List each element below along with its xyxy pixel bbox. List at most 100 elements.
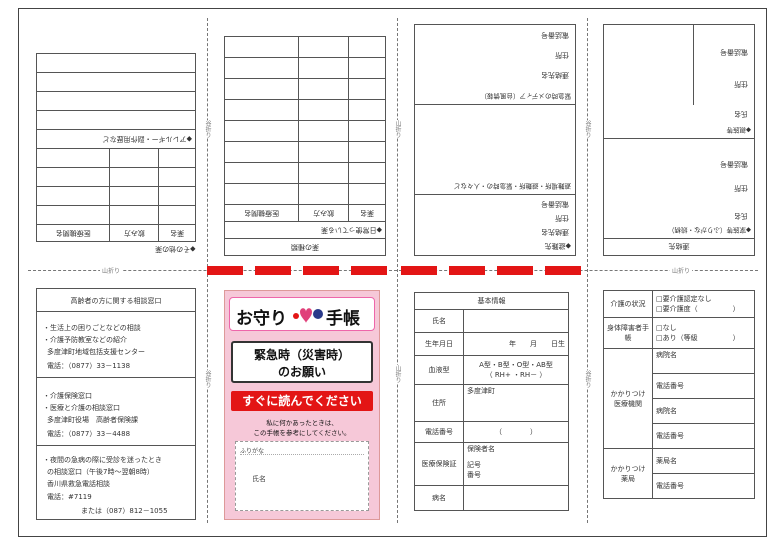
table-cell bbox=[224, 57, 299, 79]
banner-box: 緊急時（災害時） のお願い bbox=[231, 341, 373, 383]
cover-note-2: この手帳を参考にしてください。 bbox=[253, 429, 351, 437]
table-cell bbox=[224, 141, 299, 163]
table-cell bbox=[36, 53, 196, 73]
table-cell bbox=[348, 36, 386, 58]
table-cell bbox=[224, 162, 299, 184]
col-header: 薬名 bbox=[158, 224, 196, 242]
row-label: 血液型 bbox=[414, 355, 464, 385]
consult-line: ・夜間の急病の際に受診を迷ったとき bbox=[43, 456, 162, 464]
divider bbox=[693, 25, 694, 105]
row-value: （ ） bbox=[463, 421, 569, 443]
consult-line: ・介護保険窓口 bbox=[43, 392, 92, 400]
name-card: ふりがな 氏名 bbox=[235, 441, 369, 511]
divider bbox=[37, 311, 195, 312]
row-value: 多度津町 bbox=[463, 384, 569, 422]
field-label: 電話番号 bbox=[652, 423, 755, 449]
table-cell bbox=[298, 141, 349, 163]
field-label: 電話番号 bbox=[652, 473, 755, 499]
consult-line: 多度津町地域包括支援センター bbox=[47, 348, 145, 356]
label-item: 氏名 bbox=[734, 212, 748, 220]
table-cell bbox=[158, 186, 196, 206]
fold-label: 谷折り bbox=[203, 120, 212, 138]
sheet-frame bbox=[18, 8, 767, 537]
fold-label: 山折り bbox=[393, 120, 402, 138]
label-item: 住所 bbox=[555, 51, 569, 59]
label-kana: ◆避難先 bbox=[544, 242, 571, 250]
label-item: 住所 bbox=[555, 214, 569, 222]
table-cell bbox=[109, 186, 159, 206]
field-label: 病院名 bbox=[652, 348, 755, 374]
table-cell bbox=[298, 162, 349, 184]
cut-line-segment bbox=[303, 266, 339, 275]
panel-evacuation: ◆避難先 連絡先名 住所 電話番号 避難場所・避難所・緊急時の・人々など 緊急時… bbox=[414, 24, 576, 256]
divider bbox=[415, 194, 575, 195]
table-cell bbox=[109, 167, 159, 187]
table-cell bbox=[348, 78, 386, 100]
table-cell bbox=[158, 205, 196, 225]
consult-line: ・医療と介護の相談窓口 bbox=[43, 404, 120, 412]
read-immediately-banner: すぐに読んでください bbox=[231, 391, 373, 411]
table-cell bbox=[224, 120, 299, 142]
cover-title-box: お守り 手帳 bbox=[229, 297, 375, 331]
table-cell bbox=[298, 120, 349, 142]
row-label: 身体障害者手帳 bbox=[603, 317, 653, 349]
cut-line-segment bbox=[497, 266, 533, 275]
row-label: 介護の状況 bbox=[603, 290, 653, 318]
field-label: 薬局名 bbox=[652, 448, 755, 474]
table-cell bbox=[36, 72, 196, 92]
consult-phone: または（087）812－1055 bbox=[81, 507, 168, 515]
panel-consultation: 高齢者の方に関する相談窓口 ・生活上の困りごとなどの相談 ・介護予防教室などの紹… bbox=[36, 288, 196, 520]
fold-label: 山折り bbox=[670, 266, 693, 275]
cover-title: お守り bbox=[236, 309, 287, 329]
col-header: 医療機関名 bbox=[36, 224, 110, 242]
label-item: 氏名 bbox=[734, 110, 748, 118]
checkbox-option: □なし bbox=[656, 324, 677, 332]
table-cell bbox=[298, 99, 349, 121]
checkbox-option: □あり（等級 ） bbox=[656, 334, 740, 342]
insurance-cell: 保険者名 記号 番号 bbox=[463, 442, 569, 486]
label-item: 住所 bbox=[734, 80, 748, 88]
label-item: 電話番号 bbox=[720, 160, 748, 168]
cut-line-segment bbox=[449, 266, 485, 275]
col-header: 飲み方 bbox=[298, 204, 349, 222]
divider bbox=[240, 454, 364, 455]
table-cell bbox=[109, 205, 159, 225]
table-cell bbox=[298, 57, 349, 79]
consult-line: ・生活上の困りごとなどの相談 bbox=[43, 324, 141, 332]
checkbox-option: □要介護認定なし bbox=[656, 295, 712, 303]
row-label: 氏名 bbox=[414, 309, 464, 333]
col-header: 医療機関名 bbox=[224, 204, 299, 222]
section-label: ◆アレルギー・副作用歴など bbox=[36, 129, 196, 149]
table-cell bbox=[36, 186, 110, 206]
heart-amulet-icon bbox=[293, 308, 323, 323]
section-label: ◆親族等 bbox=[726, 126, 752, 134]
section-label: ◆日常使っている薬 bbox=[224, 221, 386, 239]
row-value bbox=[463, 485, 569, 511]
panel-title: ◆その他の薬 bbox=[155, 245, 196, 253]
divider bbox=[415, 104, 575, 105]
col-header: 薬名 bbox=[348, 204, 386, 222]
panel-title: 連絡先 bbox=[668, 242, 690, 250]
consult-phone: 電話：（0877）33－4488 bbox=[47, 430, 131, 438]
banner-line-2: のお願い bbox=[277, 365, 326, 379]
table-title: 基本情報 bbox=[414, 292, 569, 310]
section-label: 避難場所・避難所・緊急時の・人々など bbox=[454, 182, 571, 190]
table-cell bbox=[298, 183, 349, 205]
table-cell bbox=[36, 167, 110, 187]
table-cell bbox=[158, 167, 196, 187]
table-cell bbox=[109, 148, 159, 168]
divider bbox=[604, 138, 754, 139]
fold-label: 山折り bbox=[393, 365, 402, 383]
panel-care-status: 介護の状況 □要介護認定なし □要介護度（ ） 身体障害者手帳 □なし □あり（… bbox=[603, 290, 755, 518]
table-cell bbox=[348, 57, 386, 79]
table-cell bbox=[36, 110, 196, 130]
section-label: ◆家族等（ふりがな・続柄） bbox=[668, 226, 751, 234]
table-cell bbox=[348, 162, 386, 184]
panel-title: 高齢者の方に関する相談窓口 bbox=[70, 297, 162, 305]
row-label: かかりつけ医療機関 bbox=[603, 348, 653, 449]
consult-line: 多度津町役場 高齢者保険課 bbox=[47, 416, 138, 424]
divider bbox=[37, 377, 195, 378]
panel-basic-info: 基本情報 氏名 生年月日年 月 日生 血液型 A型・B型・O型・AB型 （ RH… bbox=[414, 292, 569, 518]
field-label: 電話番号 bbox=[652, 373, 755, 399]
col-header: 飲み方 bbox=[109, 224, 159, 242]
